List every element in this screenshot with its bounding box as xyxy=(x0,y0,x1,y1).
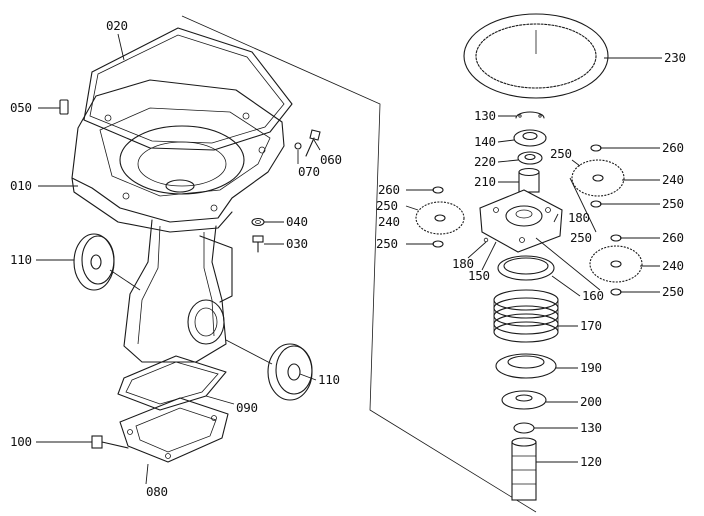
bearing-110-upper xyxy=(73,233,141,291)
callout-220: 220 xyxy=(474,154,496,169)
callout-260-right-bottom: 260 xyxy=(662,230,684,245)
callout-130-upper: 130 xyxy=(474,108,496,123)
gasket-020 xyxy=(83,27,293,151)
callout-250-center: 250 xyxy=(570,230,592,245)
callout-040: 040 xyxy=(286,214,308,229)
callout-labels: 020 050 010 110 060 070 040 030 110 090 … xyxy=(10,18,686,499)
planet-gear-240-upper xyxy=(571,159,625,197)
ring-160 xyxy=(497,255,555,281)
bellows-170 xyxy=(493,289,559,343)
planet-gear-240-left xyxy=(415,201,465,235)
callout-100: 100 xyxy=(10,434,32,449)
callout-140: 140 xyxy=(474,134,496,149)
callout-250-right-top: 250 xyxy=(662,196,684,211)
washer-040 xyxy=(251,217,265,227)
callout-060: 060 xyxy=(320,152,342,167)
callout-070: 070 xyxy=(298,164,320,179)
callout-130-lower: 130 xyxy=(580,420,602,435)
washer-140 xyxy=(513,129,547,147)
planet-gear-240-lower xyxy=(589,245,643,283)
callout-200: 200 xyxy=(580,394,602,409)
callout-260-right-top: 260 xyxy=(662,140,684,155)
callout-210: 210 xyxy=(474,174,496,189)
callout-050: 050 xyxy=(10,100,32,115)
callout-240-left: 240 xyxy=(378,214,400,229)
bolt-060 xyxy=(294,129,321,157)
callout-180-left: 180 xyxy=(452,256,474,271)
callout-180-right: 180 xyxy=(568,210,590,225)
case-body-010 xyxy=(71,79,285,223)
gear-case-assembly xyxy=(71,27,293,363)
callout-240-right-top: 240 xyxy=(662,172,684,187)
callout-250-left-top: 250 xyxy=(376,198,398,213)
bolt-030 xyxy=(252,235,264,253)
callout-030: 030 xyxy=(286,236,308,251)
seal-190 xyxy=(495,353,557,379)
washer-200 xyxy=(501,390,547,410)
callout-260-left: 260 xyxy=(378,182,400,197)
callout-230: 230 xyxy=(664,50,686,65)
callout-250-top: 250 xyxy=(550,146,572,161)
shaft-120 xyxy=(511,437,537,501)
cover-080 xyxy=(119,397,229,463)
washer-220 xyxy=(517,151,543,165)
callout-160: 160 xyxy=(582,288,604,303)
planet-carrier-150 xyxy=(479,189,563,253)
callout-110-lower: 110 xyxy=(318,372,340,387)
callout-020: 020 xyxy=(106,18,128,33)
callout-250-left-bottom: 250 xyxy=(376,236,398,251)
callout-150: 150 xyxy=(468,268,490,283)
callout-090: 090 xyxy=(236,400,258,415)
ring-gear-230 xyxy=(463,13,609,99)
callout-250-right-bottom: 250 xyxy=(662,284,684,299)
circlip-130-lower xyxy=(513,422,535,434)
bolt-100 xyxy=(91,435,129,449)
bearing-110-lower xyxy=(225,339,313,401)
assembly-boundary-line xyxy=(181,15,537,513)
callout-110-upper: 110 xyxy=(10,252,32,267)
callout-080: 080 xyxy=(146,484,168,499)
leader-lines xyxy=(36,33,662,485)
callout-240-right-bottom: 240 xyxy=(662,258,684,273)
circlip-130-upper xyxy=(515,111,545,119)
gasket-090 xyxy=(117,355,227,411)
shaft-210 xyxy=(518,167,540,193)
callout-170: 170 xyxy=(580,318,602,333)
dowel-pin-050 xyxy=(38,99,69,115)
callout-120: 120 xyxy=(580,454,602,469)
callout-190: 190 xyxy=(580,360,602,375)
callout-010: 010 xyxy=(10,178,32,193)
